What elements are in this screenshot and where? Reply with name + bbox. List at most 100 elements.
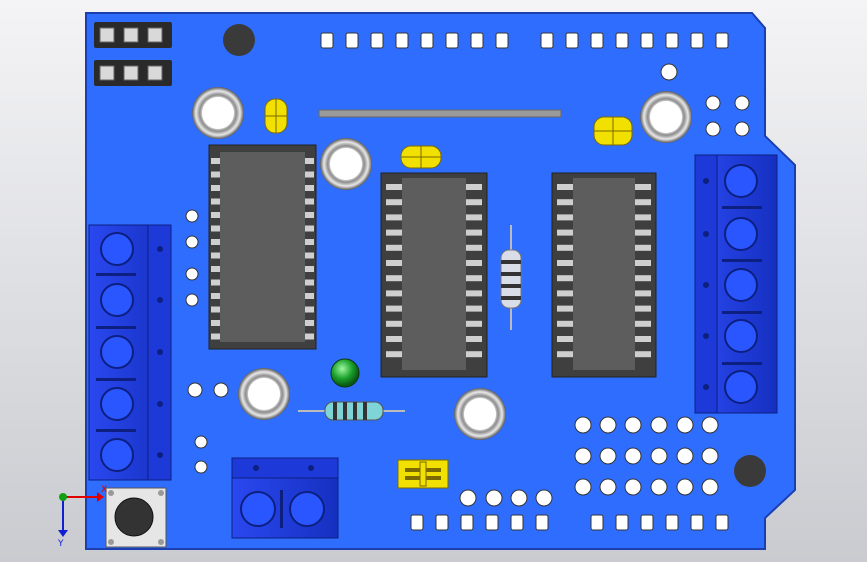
- ic-pin: [211, 320, 220, 326]
- ic-pin: [466, 199, 482, 206]
- ic-pin: [557, 351, 573, 358]
- ic-pin: [305, 225, 314, 232]
- ic-pin: [557, 320, 573, 327]
- ic-pin: [635, 290, 651, 297]
- ic-pin: [386, 305, 402, 312]
- push-button[interactable]: [105, 487, 167, 548]
- grid-pad: [624, 447, 642, 465]
- ic-pin: [386, 199, 402, 206]
- ic-pin: [635, 275, 651, 282]
- screw-terminal-right: [694, 154, 778, 414]
- ic-pin: [557, 244, 573, 251]
- grid-pad: [701, 447, 719, 465]
- grid-pad: [676, 447, 694, 465]
- ic-pin: [305, 266, 314, 272]
- ic-pin: [466, 351, 482, 358]
- ic-pin: [635, 229, 651, 236]
- ic-pin: [386, 351, 402, 358]
- ic-pin: [466, 305, 482, 312]
- pad-row-bottom: [459, 489, 553, 507]
- ring-holes: [192, 87, 692, 440]
- grid-pad: [574, 478, 592, 496]
- header-pads-top: [320, 32, 729, 49]
- ic-pin: [211, 333, 220, 340]
- ic-pin: [635, 336, 651, 342]
- pad-grid-bottom-right: [574, 416, 719, 496]
- ic-pin: [386, 214, 402, 221]
- ic-pin: [557, 199, 573, 206]
- ic-pin: [305, 279, 314, 286]
- grid-pad: [676, 478, 694, 496]
- ic-pin: [386, 336, 402, 342]
- ic-pin: [635, 305, 651, 312]
- ic-pin: [466, 336, 482, 342]
- header-pads-bottom: [410, 514, 729, 531]
- grid-pad: [676, 416, 694, 434]
- ic-chip-middle: [380, 172, 488, 378]
- ic-pin: [557, 275, 573, 282]
- ic-pin: [557, 229, 573, 236]
- ic-pin: [635, 184, 651, 190]
- ic-pin: [466, 320, 482, 327]
- ic-pin: [211, 239, 220, 245]
- axis-y-label: Y: [57, 539, 64, 549]
- ic-pin: [386, 290, 402, 297]
- ic-pin: [466, 244, 482, 251]
- ic-pin: [305, 293, 314, 299]
- jumper-block: [397, 459, 449, 489]
- screw-terminal-left: [88, 224, 172, 481]
- ic-pin: [635, 199, 651, 206]
- ic-pin: [557, 336, 573, 342]
- ic-pin: [305, 306, 314, 313]
- ic-pin: [305, 239, 314, 245]
- grid-pad: [624, 478, 642, 496]
- ic-pin: [557, 260, 573, 266]
- ic-pin: [305, 252, 314, 259]
- ic-pin: [211, 293, 220, 299]
- grid-pad: [599, 447, 617, 465]
- resistor-vertical: [500, 225, 522, 330]
- ic-pin: [386, 320, 402, 327]
- ic-pin: [386, 260, 402, 266]
- green-led: [330, 358, 360, 388]
- ic-pin: [305, 185, 314, 191]
- grid-pad: [599, 478, 617, 496]
- ic-pin: [635, 214, 651, 221]
- ic-pin: [635, 244, 651, 251]
- ic-pin: [635, 320, 651, 327]
- axis-x-label: X: [101, 485, 107, 495]
- ic-pin: [466, 214, 482, 221]
- grid-pad: [650, 416, 668, 434]
- ic-pin: [386, 229, 402, 236]
- ic-pin: [635, 260, 651, 266]
- ic-pin: [466, 229, 482, 236]
- ic-pin: [211, 279, 220, 286]
- ic-pin: [211, 185, 220, 191]
- ic-pin: [557, 305, 573, 312]
- ic-pin: [466, 275, 482, 282]
- ic-pin: [211, 171, 220, 178]
- ic-pin: [211, 266, 220, 272]
- ceramic-capacitors: [264, 98, 633, 169]
- ic-pin: [386, 275, 402, 282]
- ic-pin: [305, 320, 314, 326]
- ic-pin: [557, 184, 573, 190]
- grid-pad: [701, 478, 719, 496]
- ic-pin: [466, 260, 482, 266]
- grid-pad: [599, 416, 617, 434]
- axis-triad: X Y: [57, 485, 107, 549]
- ic-pin: [635, 351, 651, 358]
- ic-pin: [305, 158, 314, 164]
- ic-chip-right: [551, 172, 657, 378]
- grid-pad: [574, 447, 592, 465]
- ic-pin: [211, 158, 220, 164]
- ic-pin: [466, 290, 482, 297]
- ic-pin: [305, 171, 314, 178]
- ic-pin: [305, 333, 314, 340]
- grid-pad: [650, 447, 668, 465]
- ic-pin: [386, 184, 402, 190]
- ic-pin: [211, 212, 220, 218]
- grid-pad: [574, 416, 592, 434]
- ic-pin: [466, 184, 482, 190]
